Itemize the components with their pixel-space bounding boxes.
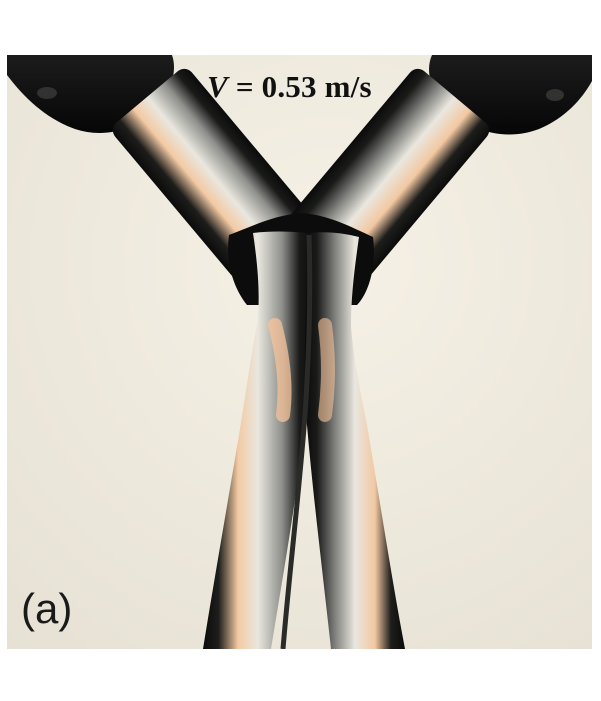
- jet-illustration: [7, 55, 592, 649]
- jet-collision-photograph: V = 0.53 m/s (a): [7, 55, 592, 649]
- panel-label: (a): [21, 585, 73, 632]
- velocity-annotation: V = 0.53 m/s: [207, 69, 372, 105]
- left-highlight: [268, 318, 292, 422]
- right-highlight: [318, 318, 335, 422]
- right-nozzle-glint: [546, 89, 564, 101]
- jet-seam: [280, 234, 313, 649]
- left-outgoing-jet: [203, 231, 313, 649]
- left-nozzle-glint: [37, 87, 57, 99]
- velocity-symbol: V: [207, 69, 228, 104]
- velocity-value: = 0.53 m/s: [227, 69, 372, 104]
